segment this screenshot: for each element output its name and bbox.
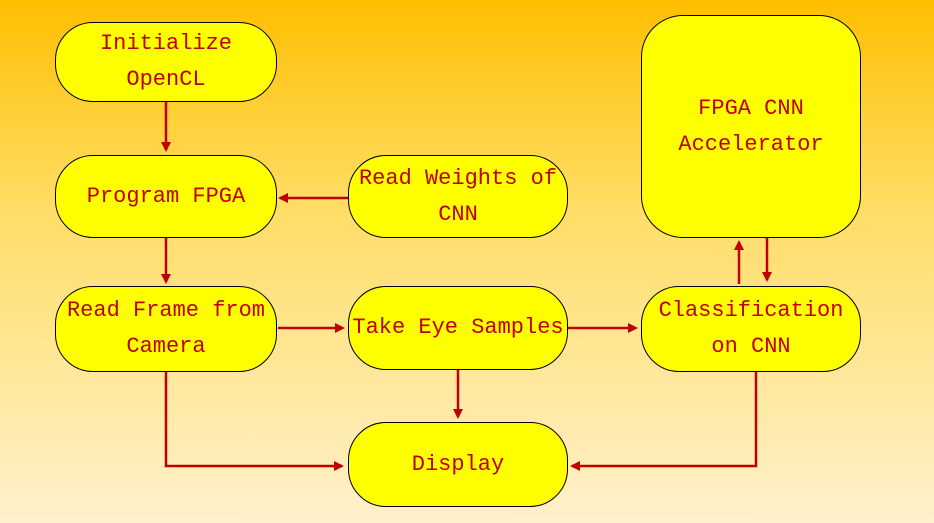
arrow-readframe-to-display — [164, 372, 344, 471]
node-read-weights: Read Weights of CNN — [348, 155, 568, 238]
node-display: Display — [348, 422, 568, 507]
node-read-frame: Read Frame from Camera — [55, 286, 277, 372]
node-take-eye-samples: Take Eye Samples — [348, 286, 568, 370]
arrow-classification-to-display — [570, 372, 758, 471]
node-classification: Classification on CNN — [641, 286, 861, 372]
node-fpga-cnn-accelerator: FPGA CNN Accelerator — [641, 15, 861, 238]
node-program-fpga: Program FPGA — [55, 155, 277, 238]
node-initialize-opencl: Initialize OpenCL — [55, 22, 277, 102]
